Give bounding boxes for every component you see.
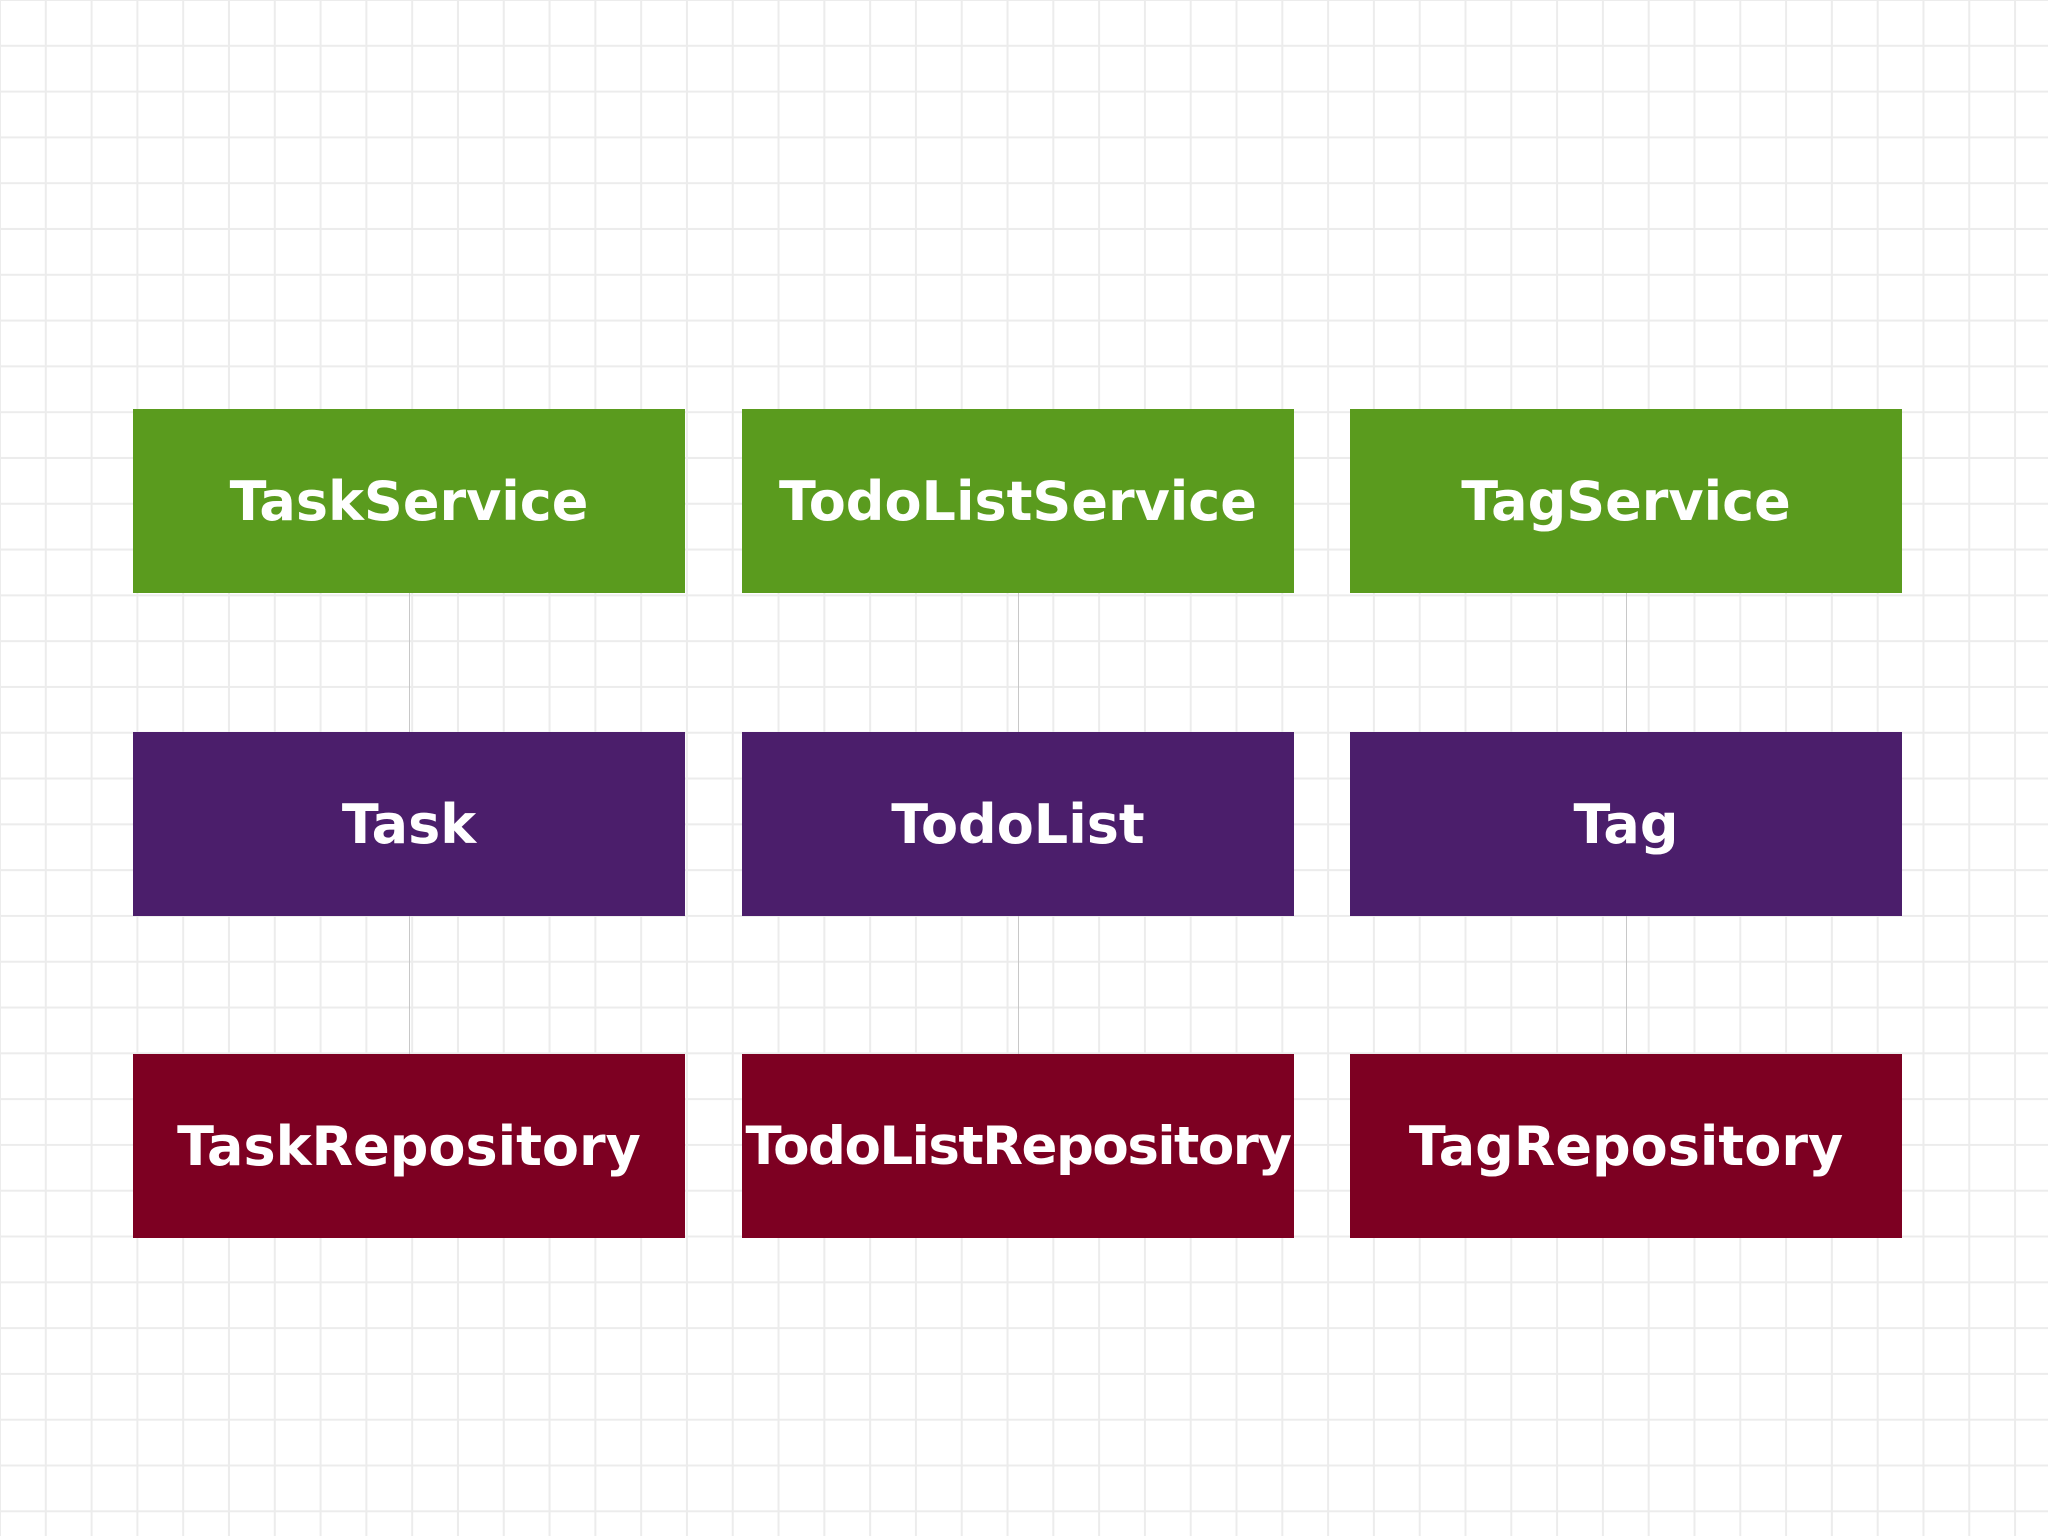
connector-todolist-todolistrepository bbox=[1018, 915, 1019, 1054]
service-box-tag: TagService bbox=[1350, 409, 1902, 593]
connector-task-taskrepository bbox=[409, 915, 410, 1054]
connector-tagservice-tag bbox=[1626, 593, 1627, 732]
entity-box-task: Task bbox=[133, 732, 685, 916]
connector-todolistservice-todolist bbox=[1018, 593, 1019, 732]
entity-box-tag: Tag bbox=[1350, 732, 1902, 916]
entity-label-tag: Tag bbox=[1573, 792, 1679, 856]
repository-label-todolist: TodoListRepository bbox=[745, 1115, 1292, 1177]
entity-label-todolist: TodoList bbox=[891, 792, 1145, 856]
service-label-todolist: TodoListService bbox=[779, 469, 1257, 533]
service-label-task: TaskService bbox=[229, 469, 589, 533]
repository-box-tag: TagRepository bbox=[1350, 1054, 1902, 1238]
repository-label-task: TaskRepository bbox=[177, 1114, 641, 1178]
entity-label-task: Task bbox=[341, 792, 477, 856]
repository-label-tag: TagRepository bbox=[1408, 1114, 1844, 1178]
repository-box-todolist: TodoListRepository bbox=[742, 1054, 1294, 1238]
service-box-todolist: TodoListService bbox=[742, 409, 1294, 593]
connector-taskservice-task bbox=[409, 593, 410, 732]
repository-box-task: TaskRepository bbox=[133, 1054, 685, 1238]
entity-box-todolist: TodoList bbox=[742, 732, 1294, 916]
service-label-tag: TagService bbox=[1461, 469, 1791, 533]
service-box-task: TaskService bbox=[133, 409, 685, 593]
connector-tag-tagrepository bbox=[1626, 915, 1627, 1054]
